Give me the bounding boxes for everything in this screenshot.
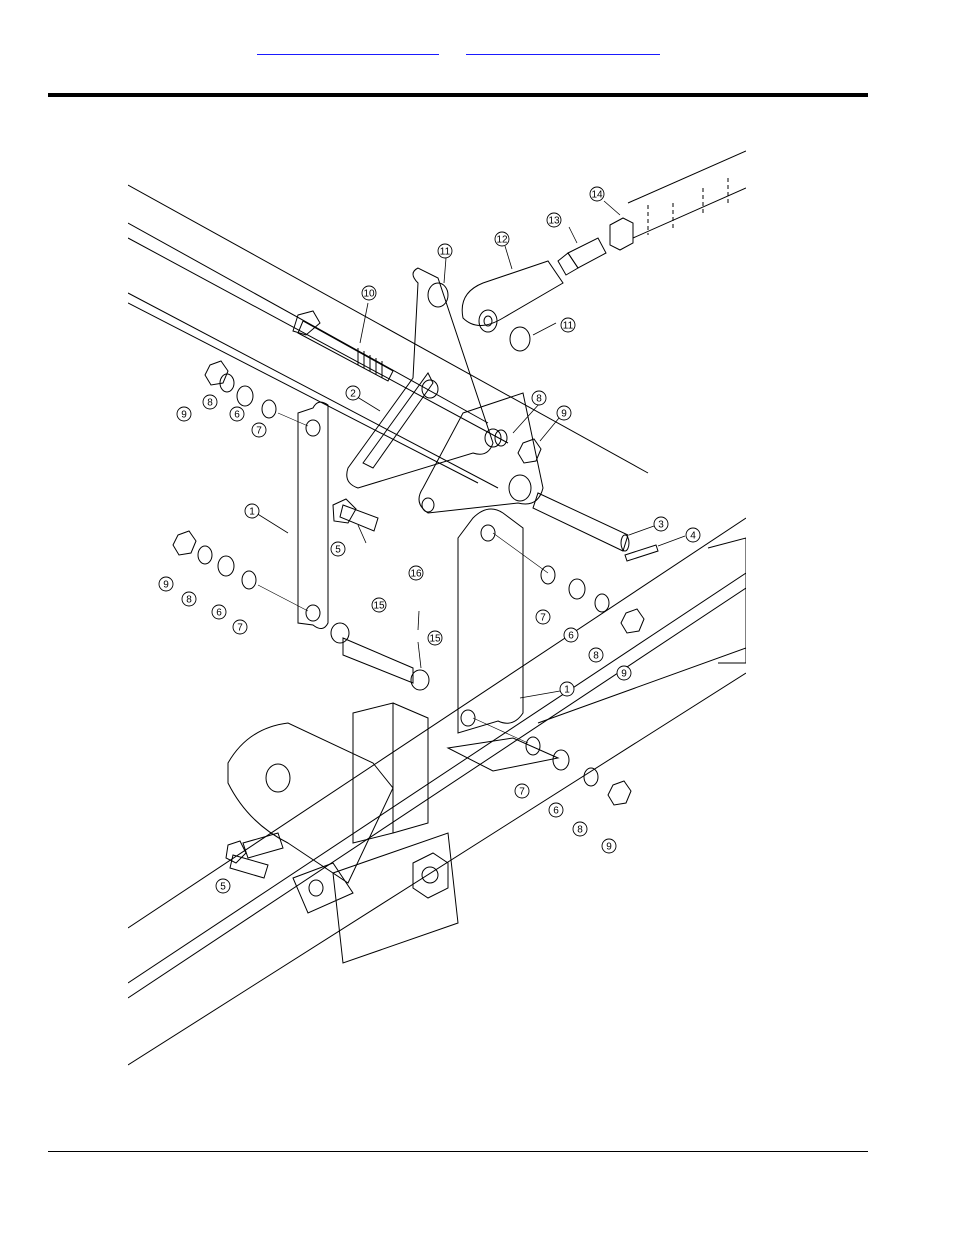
callout-number: 8 — [207, 398, 213, 409]
pin-shape — [533, 493, 628, 551]
callout-number: 3 — [658, 520, 664, 531]
callout-number: 5 — [335, 545, 341, 556]
roll-pin-shape — [625, 545, 658, 561]
header-link-1[interactable] — [257, 38, 439, 55]
bolt-head-shape — [333, 499, 356, 523]
clevis-pin-hole — [479, 310, 497, 332]
callout-number: 11 — [440, 247, 451, 258]
mount-plate — [333, 833, 458, 963]
callout-number: 7 — [519, 787, 525, 798]
gusset-hole — [422, 498, 434, 512]
callout-number: 12 — [496, 235, 508, 246]
callout-number: 8 — [536, 394, 542, 405]
callout-number: 9 — [561, 409, 567, 420]
spacer-shape — [343, 638, 413, 683]
block-shape — [393, 703, 428, 833]
bushing-shape — [428, 283, 448, 307]
centerline — [258, 585, 308, 611]
callout-number: 4 — [690, 531, 696, 542]
hex-nut-shape — [610, 218, 633, 250]
washer-shape — [553, 750, 569, 770]
header-link-2[interactable] — [466, 38, 660, 55]
callout-number: 7 — [256, 426, 262, 437]
washer-shape — [526, 737, 540, 755]
washer-shape — [541, 566, 555, 584]
callout-number: 14 — [591, 190, 603, 201]
callout-number: 7 — [237, 623, 243, 634]
big-nut-shape — [413, 853, 448, 898]
centerline — [278, 413, 308, 426]
bushing-shape — [411, 670, 429, 690]
nut-shape — [518, 439, 541, 463]
washer-shape — [242, 571, 256, 589]
callout-number: 2 — [350, 389, 356, 400]
exploded-view-drawing: 1413121111109867289153498671615157689176… — [128, 143, 746, 1073]
turnbuckle-shape — [558, 253, 578, 275]
callout-number: 1 — [249, 507, 255, 518]
frame-line — [128, 588, 746, 998]
clevis-shape — [462, 261, 563, 326]
washer-shape — [569, 579, 585, 599]
link-plate — [458, 509, 523, 733]
bracket-hole — [422, 380, 438, 398]
rod-line — [633, 188, 746, 238]
block-shape — [353, 703, 393, 843]
callout-number: 6 — [216, 608, 222, 619]
callout-number: 16 — [410, 569, 422, 580]
frame-line — [128, 223, 488, 423]
base-plate — [448, 738, 558, 771]
link-hole — [481, 525, 495, 541]
callout-number: 8 — [186, 595, 192, 606]
hitch-hole — [266, 764, 290, 792]
callout-number: 15 — [429, 634, 441, 645]
callout-number: 9 — [621, 669, 627, 680]
callout-number: 9 — [606, 842, 612, 853]
frame-line — [128, 518, 746, 928]
nut-shape — [621, 609, 644, 633]
washer-shape — [218, 556, 234, 576]
callout-number: 1 — [564, 685, 570, 696]
nut-shape — [608, 781, 631, 805]
callout-number: 11 — [563, 321, 574, 332]
link-hole — [306, 605, 320, 621]
parts-diagram: 1413121111109867289153498671615157689176… — [128, 143, 746, 1073]
link-hole — [306, 420, 320, 436]
callout-number: 6 — [234, 410, 240, 421]
callout-number: 8 — [593, 651, 599, 662]
washer-shape — [237, 386, 253, 406]
callout-number: 6 — [568, 631, 574, 642]
callout-number: 9 — [181, 410, 187, 421]
washer-shape — [584, 768, 598, 786]
callout-number: 9 — [163, 580, 169, 591]
callout-number: 15 — [373, 601, 385, 612]
footer-rule — [48, 1151, 868, 1152]
header-rule — [48, 93, 868, 97]
frame-line — [128, 673, 746, 1065]
centerline — [493, 533, 548, 573]
callout-number: 10 — [363, 289, 375, 300]
callout-number: 13 — [548, 216, 560, 227]
header-links — [0, 38, 954, 58]
bolt-shape — [230, 855, 268, 878]
washer-shape — [262, 400, 276, 418]
bushing-shape — [509, 475, 531, 501]
callout-number: 8 — [577, 825, 583, 836]
hitch-plate — [228, 723, 393, 883]
gusset-plate — [419, 393, 543, 513]
callout-number: 6 — [553, 806, 559, 817]
washer-shape — [198, 546, 212, 564]
link-hole — [461, 710, 475, 726]
turnbuckle-shape — [568, 238, 606, 268]
ear-hole — [309, 880, 323, 896]
washer-shape — [595, 594, 609, 612]
bushing-shape — [510, 327, 530, 351]
bushing-shape — [331, 623, 349, 643]
big-nut-center — [422, 867, 438, 883]
callout-number: 5 — [220, 882, 226, 893]
frame-line — [128, 293, 498, 488]
callout-number: 7 — [540, 613, 546, 624]
nut-shape — [205, 361, 228, 385]
nut-shape — [173, 531, 196, 555]
